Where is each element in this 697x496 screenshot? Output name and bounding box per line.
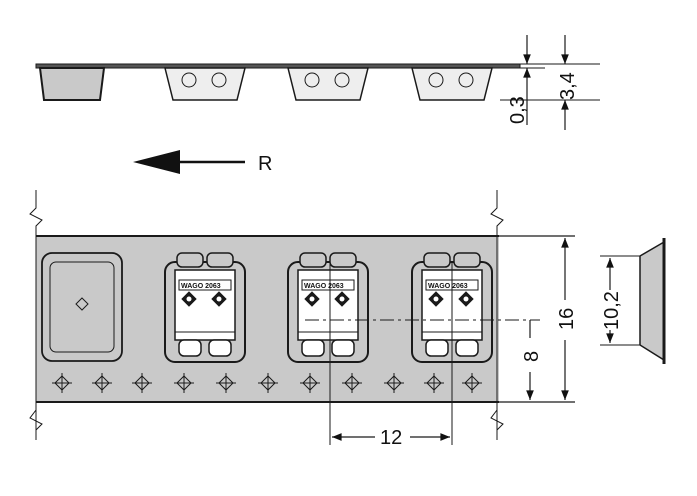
svg-text:WAGO 2063: WAGO 2063 [181,283,221,290]
side-view [600,238,666,364]
sprocket-hole [258,373,278,393]
tape-thickness-dim: 0,3 [507,96,529,124]
sprocket-hole [384,373,404,393]
empty-pocket-profile [38,67,106,101]
connector-component: WAGO 2063 [287,252,369,363]
sprocket-hole [52,373,72,393]
connector-component: WAGO 2063 [164,252,246,363]
center-lines [305,262,540,445]
sprocket-hole [424,373,444,393]
pitch-dim: 12 [380,427,402,449]
center-offset-dim: 8 [521,351,543,362]
direction-label: R [258,153,272,175]
component-pocket-profile [164,67,246,101]
sprocket-hole [300,373,320,393]
break-line-left [29,190,43,440]
direction-arrow-icon [133,150,245,174]
svg-text:WAGO 2063: WAGO 2063 [428,283,468,290]
tape-width-dim: 16 [556,308,578,330]
tape-top-view: WAGO 2063 WAGO 2063 WAGO 2063 [29,190,504,440]
sprocket-hole [216,373,236,393]
svg-text:WAGO 2063: WAGO 2063 [304,283,344,290]
sprocket-hole [174,373,194,393]
sprocket-hole [462,373,482,393]
sprocket-hole [92,373,112,393]
empty-pocket [41,252,123,362]
break-line-right [490,190,504,440]
profile-view [35,35,600,130]
sprocket-hole [132,373,152,393]
pocket-depth-dim: 3,4 [557,72,579,100]
side-height-dim: 10,2 [601,291,623,330]
component-pocket-profile [287,67,369,101]
sprocket-hole [342,373,362,393]
component-pocket-profile [411,67,493,101]
